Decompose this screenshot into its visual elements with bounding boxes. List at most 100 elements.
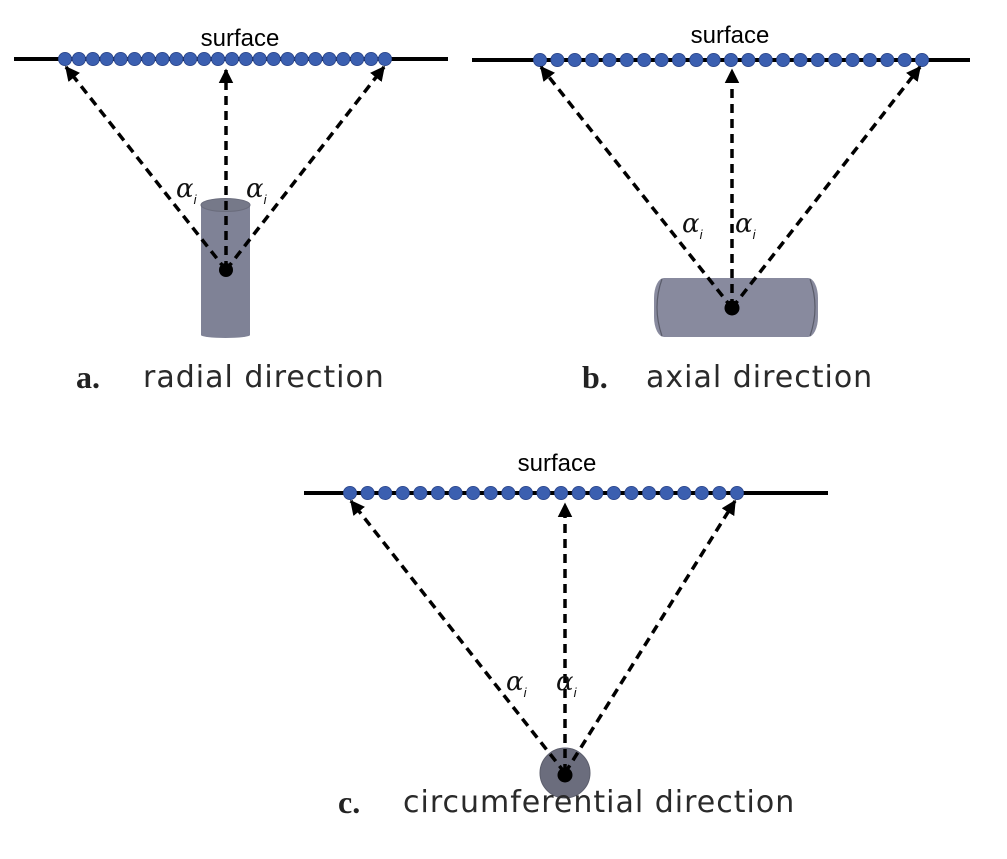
sensor-dot bbox=[364, 52, 379, 67]
sensor-dot bbox=[58, 52, 73, 67]
sensor-dot bbox=[85, 52, 100, 67]
caption-text-b: axial direction bbox=[646, 360, 873, 395]
ray-right-b bbox=[730, 65, 922, 310]
sensor-dot bbox=[141, 52, 156, 67]
sensor-dot bbox=[224, 52, 239, 67]
sensor-dot bbox=[730, 485, 745, 500]
sensor-dot bbox=[571, 485, 586, 500]
sensor-dot bbox=[845, 53, 860, 68]
sensor-dot bbox=[360, 485, 375, 500]
angle-label-right-a: αi bbox=[246, 174, 268, 207]
sensor-dot bbox=[758, 53, 773, 68]
caption-letter-a: a. bbox=[76, 359, 100, 395]
sensor-dot bbox=[533, 53, 548, 68]
panel-c: surface αi αi c. circumferential directi… bbox=[304, 450, 828, 820]
sensor-dot bbox=[828, 53, 843, 68]
sensor-dot bbox=[862, 53, 877, 68]
caption-letter-b: b. bbox=[582, 359, 608, 395]
sensor-dot bbox=[342, 485, 357, 500]
source-point-a bbox=[219, 263, 233, 277]
sensor-dot bbox=[810, 53, 825, 68]
sensor-dot bbox=[689, 53, 704, 68]
caption-text-c: circumferential direction bbox=[403, 785, 795, 820]
sensor-dot bbox=[550, 53, 565, 68]
ray-right-c bbox=[563, 499, 737, 774]
sensor-dot bbox=[915, 53, 930, 68]
sensor-dot bbox=[567, 53, 582, 68]
sensor-dot bbox=[518, 485, 533, 500]
sensor-dot bbox=[169, 52, 184, 67]
ray-left-c bbox=[349, 499, 567, 775]
sensor-dot bbox=[294, 52, 309, 67]
sensor-dot bbox=[377, 52, 392, 67]
sensor-array-c bbox=[342, 485, 745, 500]
sensor-dot bbox=[197, 52, 212, 67]
sensor-dot bbox=[536, 485, 551, 500]
sensor-dot bbox=[712, 485, 727, 500]
angle-label-left-c: αi bbox=[506, 667, 528, 700]
sensor-dot bbox=[350, 52, 365, 67]
sensor-dot bbox=[554, 485, 569, 500]
source-point-b bbox=[724, 300, 740, 316]
sensor-dot bbox=[395, 485, 410, 500]
sensor-array-a bbox=[58, 52, 392, 67]
ray-right-a bbox=[224, 65, 386, 272]
sensor-dot bbox=[880, 53, 895, 68]
sensor-dot bbox=[336, 52, 351, 67]
sensor-dot bbox=[466, 485, 481, 500]
sensor-dot bbox=[724, 53, 739, 68]
sensor-dot bbox=[322, 52, 337, 67]
sensor-dot bbox=[741, 53, 756, 68]
sensor-dot bbox=[659, 485, 674, 500]
angle-label-left-b: αi bbox=[682, 209, 704, 242]
sensor-dot bbox=[155, 52, 170, 67]
sensor-dot bbox=[694, 485, 709, 500]
sensor-dot bbox=[413, 485, 428, 500]
surface-label-c: surface bbox=[518, 450, 597, 477]
sensor-dot bbox=[308, 52, 323, 67]
sensor-dot bbox=[589, 485, 604, 500]
sensor-dot bbox=[897, 53, 912, 68]
angle-label-right-b: αi bbox=[735, 209, 757, 242]
sensor-dot bbox=[602, 53, 617, 68]
sensor-dot bbox=[113, 52, 128, 67]
sensor-dot bbox=[793, 53, 808, 68]
sensor-dot bbox=[71, 52, 86, 67]
sensor-dot bbox=[183, 52, 198, 67]
sensor-dot bbox=[642, 485, 657, 500]
sensor-dot bbox=[252, 52, 267, 67]
source-point-c bbox=[557, 767, 573, 783]
angle-label-right-c: αi bbox=[556, 667, 578, 700]
sensor-dot bbox=[99, 52, 114, 67]
sensor-array-b bbox=[533, 53, 930, 68]
panel-b: surface αi αi b. axial direction bbox=[472, 22, 970, 395]
caption-text-a: radial direction bbox=[143, 360, 385, 395]
sensor-dot bbox=[654, 53, 669, 68]
caption-letter-c: c. bbox=[338, 784, 360, 820]
sensor-dot bbox=[238, 52, 253, 67]
sensor-dot bbox=[483, 485, 498, 500]
sensor-dot bbox=[637, 53, 652, 68]
sensor-dot bbox=[127, 52, 142, 67]
sensor-dot bbox=[585, 53, 600, 68]
sensor-dot bbox=[706, 53, 721, 68]
sensor-dot bbox=[378, 485, 393, 500]
sensor-dot bbox=[448, 485, 463, 500]
ray-left-a bbox=[64, 65, 228, 272]
ray-left-b bbox=[539, 65, 734, 310]
sensor-dot bbox=[266, 52, 281, 67]
panel-a: surface αi αi a. radial direction bbox=[14, 25, 448, 395]
sensor-dot bbox=[606, 485, 621, 500]
sensor-dot bbox=[776, 53, 791, 68]
sensor-dot bbox=[671, 53, 686, 68]
angle-label-left-a: αi bbox=[176, 174, 198, 207]
sensor-dot bbox=[501, 485, 516, 500]
sensor-dot bbox=[211, 52, 226, 67]
sensor-dot bbox=[280, 52, 295, 67]
sensor-dot bbox=[430, 485, 445, 500]
sensor-dot bbox=[624, 485, 639, 500]
sensor-dot bbox=[677, 485, 692, 500]
sensor-dot bbox=[619, 53, 634, 68]
surface-label-a: surface bbox=[201, 25, 280, 52]
